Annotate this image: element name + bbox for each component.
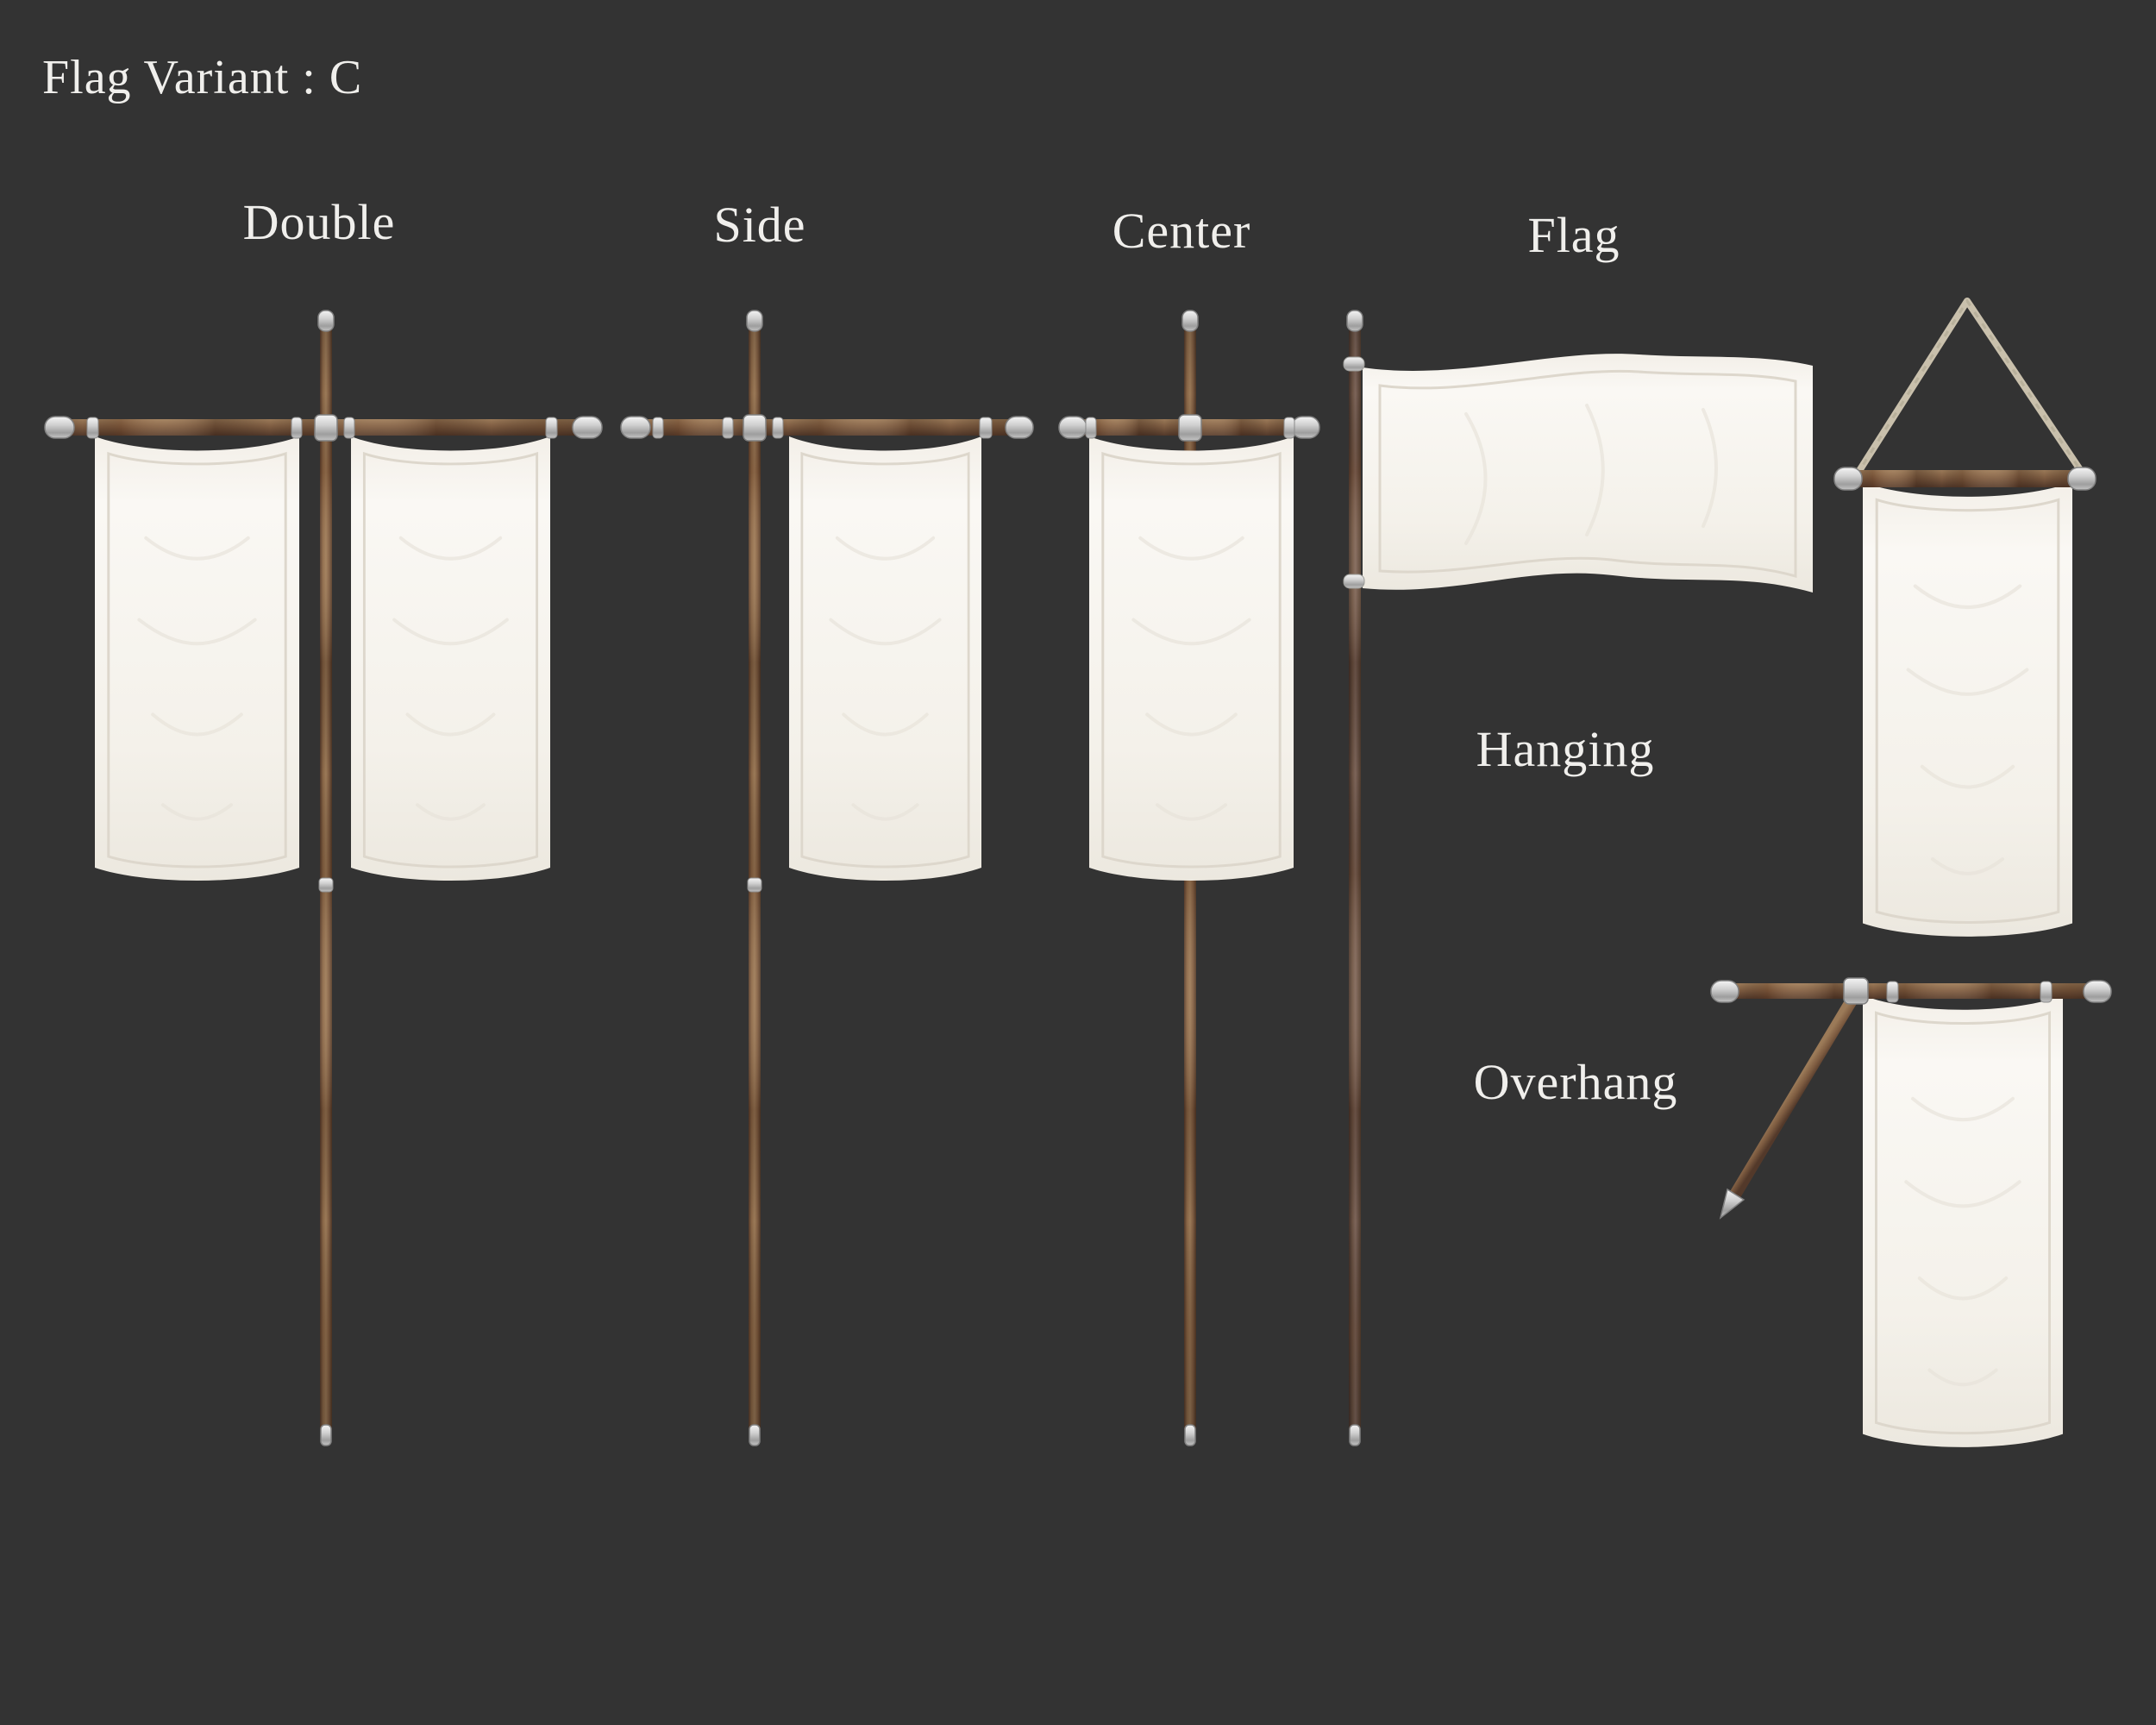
pole-top-cap (317, 310, 335, 332)
banner (1089, 435, 1294, 883)
joint-collar (743, 414, 767, 442)
banner (789, 435, 981, 883)
crossbar-end-cap-right (1291, 416, 1320, 439)
flagpole-vertical (1349, 316, 1361, 1433)
variant-label-center: Center (1112, 203, 1251, 259)
variant-flag: Flag (1343, 207, 1813, 1446)
variant-label-hanging: Hanging (1476, 721, 1655, 777)
joint-collar (314, 414, 338, 442)
flag-ring-bottom (1343, 574, 1365, 589)
attachment-band (722, 417, 734, 439)
variant-overhang: Overhang (1474, 977, 2112, 1447)
overhang-diagonal-pole (1729, 990, 1860, 1201)
bar-end-cap-left (1833, 467, 1863, 491)
pole-band (747, 877, 762, 893)
attachment-band (1085, 417, 1097, 439)
pole-top-cap (1346, 310, 1363, 332)
flag-cloth (1363, 354, 1813, 593)
banner (1863, 995, 2063, 1447)
hanging-rope (1852, 298, 2088, 480)
flagpole-vertical (749, 316, 761, 1433)
flag-ring-top (1343, 356, 1365, 372)
variant-double: Double (44, 194, 603, 1446)
pole-bottom-tip (749, 1424, 761, 1446)
attachment-band (545, 417, 558, 439)
variant-side: Side (620, 197, 1034, 1446)
variant-center: Center (1058, 203, 1320, 1446)
attachment-band (652, 417, 664, 439)
bar-end-cap-left (1710, 980, 1739, 1003)
flagpole-vertical (320, 316, 332, 1433)
variant-label-flag: Flag (1527, 207, 1620, 263)
attachment-band (291, 417, 303, 439)
banner (1863, 482, 2072, 937)
crossbar-end-cap-right (572, 416, 603, 439)
pole-top-cap (746, 310, 763, 332)
crossbar (625, 419, 1032, 436)
crossbar-end-cap-left (44, 416, 75, 439)
pole-band (318, 877, 334, 893)
crossbar-end-cap-left (1058, 416, 1087, 439)
attachment-band (86, 417, 99, 439)
crossbar-end-cap-left (620, 416, 651, 439)
attachment-band (1886, 981, 1899, 1003)
banner-right (351, 435, 550, 883)
spear-tip (1719, 1188, 1745, 1220)
variant-hanging: Hanging (1476, 298, 2096, 937)
variant-label-double: Double (243, 194, 396, 250)
attachment-band (1283, 417, 1295, 439)
crossbar-end-cap-right (1005, 416, 1034, 439)
variant-label-side: Side (713, 197, 805, 253)
attachment-band (343, 417, 355, 439)
variant-label-overhang: Overhang (1474, 1054, 1678, 1110)
page-title: Flag Variant : C (42, 51, 362, 104)
pole-bottom-tip (320, 1424, 332, 1446)
hanging-bar (1839, 470, 2096, 487)
attachment-band (772, 417, 784, 439)
attachment-band (979, 417, 993, 439)
attachment-band (2040, 981, 2053, 1003)
pole-bottom-tip (1184, 1424, 1196, 1446)
hanging-rope-twist (1854, 298, 2086, 477)
bar-end-cap-right (2067, 467, 2096, 491)
joint-collar (1178, 414, 1202, 442)
overhang-bar (1716, 983, 2109, 999)
pole-top-cap (1181, 310, 1199, 332)
banner-left (95, 435, 299, 883)
bar-end-cap-right (2083, 980, 2112, 1003)
joint-collar (1843, 977, 1869, 1005)
pole-bottom-tip (1349, 1424, 1361, 1446)
